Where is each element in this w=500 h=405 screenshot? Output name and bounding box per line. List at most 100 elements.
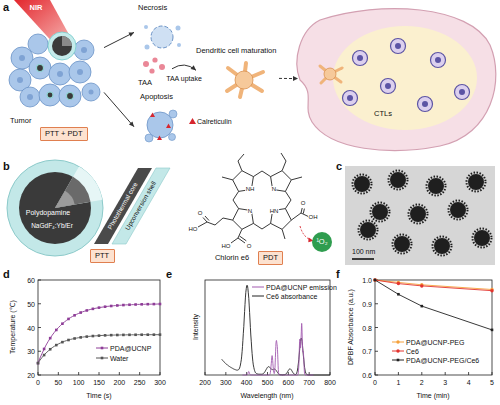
legend-swatch bbox=[392, 348, 404, 354]
lymph-node bbox=[435, 57, 441, 63]
legend-line bbox=[252, 287, 264, 288]
lymph-node bbox=[431, 53, 446, 68]
tumor-cells bbox=[82, 83, 100, 101]
data-point bbox=[55, 329, 58, 332]
lymph-node bbox=[422, 101, 428, 107]
chlorin-structure bbox=[301, 208, 302, 213]
nanoparticle bbox=[48, 32, 76, 60]
data-point bbox=[61, 322, 64, 325]
data-point bbox=[61, 341, 64, 344]
apoptotic-cell: Apoptosis bbox=[134, 92, 188, 150]
data-point bbox=[140, 303, 143, 306]
data-point bbox=[373, 278, 376, 281]
data-curve bbox=[375, 280, 492, 291]
connector-line bbox=[104, 32, 134, 47]
legend-swatch bbox=[392, 357, 404, 363]
chlorin-structure bbox=[198, 222, 207, 227]
antigen-dots bbox=[159, 64, 165, 70]
necrotic-cell: Necrosis bbox=[134, 3, 194, 52]
nanoparticle bbox=[67, 93, 74, 100]
tem-image bbox=[449, 201, 468, 220]
lymph-node bbox=[391, 39, 406, 54]
tem-image bbox=[354, 172, 490, 254]
data-point bbox=[43, 348, 46, 351]
nanoparticle bbox=[47, 92, 53, 98]
dendritic-cell bbox=[235, 71, 253, 89]
tem-image bbox=[427, 177, 446, 196]
node-label: Dendritic cell maturation bbox=[196, 47, 276, 55]
core-shell-particle bbox=[55, 191, 75, 208]
legend-swatch bbox=[252, 284, 264, 290]
lymph-node bbox=[297, 9, 496, 151]
arrow-head bbox=[191, 65, 196, 70]
tem-image bbox=[433, 237, 452, 256]
tumor-cells bbox=[74, 40, 94, 60]
data-curve bbox=[243, 323, 314, 375]
data-point bbox=[86, 335, 89, 338]
legend-marker bbox=[101, 347, 104, 350]
chlorin-structure bbox=[253, 171, 270, 177]
data-point bbox=[153, 303, 156, 306]
apoptotic-cell bbox=[169, 134, 176, 141]
axis-tick bbox=[38, 280, 41, 281]
treatment-box: PTT + PDT bbox=[40, 127, 88, 141]
atom-label: HO bbox=[188, 226, 198, 232]
tumor-cells bbox=[9, 34, 100, 107]
chlorin-structure bbox=[233, 209, 254, 230]
data-point bbox=[397, 282, 400, 285]
necrotic-cell bbox=[144, 25, 181, 50]
dendritic-cell bbox=[227, 63, 263, 97]
tem-image bbox=[345, 166, 495, 265]
panel-letter: d bbox=[3, 269, 10, 280]
legend-label: PDA@UCNP-PEG/Ce6 bbox=[406, 357, 479, 364]
tem-image bbox=[372, 204, 388, 220]
tick-label: 300 bbox=[154, 379, 166, 386]
tick-label: 0.9 bbox=[362, 300, 372, 307]
tick-label: 200 bbox=[199, 379, 211, 386]
apoptotic-cell bbox=[157, 136, 162, 141]
data-point bbox=[147, 303, 150, 306]
data-curve bbox=[222, 285, 330, 375]
tick-label: 250 bbox=[134, 379, 146, 386]
data-point bbox=[116, 334, 119, 337]
axis-tick bbox=[375, 327, 378, 328]
atom-label: N bbox=[247, 208, 252, 214]
tick-label: 3 bbox=[443, 379, 447, 386]
chlorin-structure bbox=[240, 236, 247, 241]
antigen-group: TAA bbox=[136, 56, 172, 88]
tick-label: 50 bbox=[54, 379, 62, 386]
axis-tick bbox=[38, 327, 41, 328]
lymph-node bbox=[297, 9, 496, 151]
tumor-cells bbox=[59, 85, 81, 107]
node-label: Necrosis bbox=[138, 4, 167, 12]
axis-title: DPBF Absorbance (a.u.) bbox=[347, 289, 354, 365]
data-point bbox=[43, 354, 46, 357]
lymph-node bbox=[333, 26, 477, 130]
tick-label: 5 bbox=[490, 379, 494, 386]
data-point bbox=[49, 337, 52, 340]
atom-label: HN bbox=[269, 208, 279, 214]
cell-nuclei bbox=[81, 47, 87, 53]
plot-frame bbox=[205, 280, 330, 375]
atom-label: O bbox=[246, 243, 252, 249]
tick-label: 150 bbox=[93, 379, 105, 386]
tick-label: 1.0 bbox=[362, 277, 372, 284]
atom-label: NH bbox=[245, 186, 255, 192]
atom-label: HO bbox=[221, 243, 231, 249]
tem-image bbox=[394, 236, 410, 252]
necrotic-cell bbox=[176, 26, 181, 31]
legend-label: Water bbox=[110, 355, 128, 362]
chlorin-structure bbox=[281, 153, 286, 171]
panel-letter: c bbox=[336, 161, 342, 172]
connector-arrow bbox=[104, 92, 134, 126]
data-point bbox=[116, 304, 119, 307]
material-label: NaGdF₄:Yb/Er bbox=[31, 223, 73, 230]
data-point bbox=[397, 293, 400, 296]
data-point bbox=[73, 314, 76, 317]
tem-image bbox=[353, 171, 492, 256]
tem-image bbox=[360, 222, 376, 238]
connector-arrow bbox=[279, 76, 298, 81]
molecule-name: Chlorin e6 bbox=[215, 254, 249, 262]
tem-image bbox=[474, 230, 490, 246]
